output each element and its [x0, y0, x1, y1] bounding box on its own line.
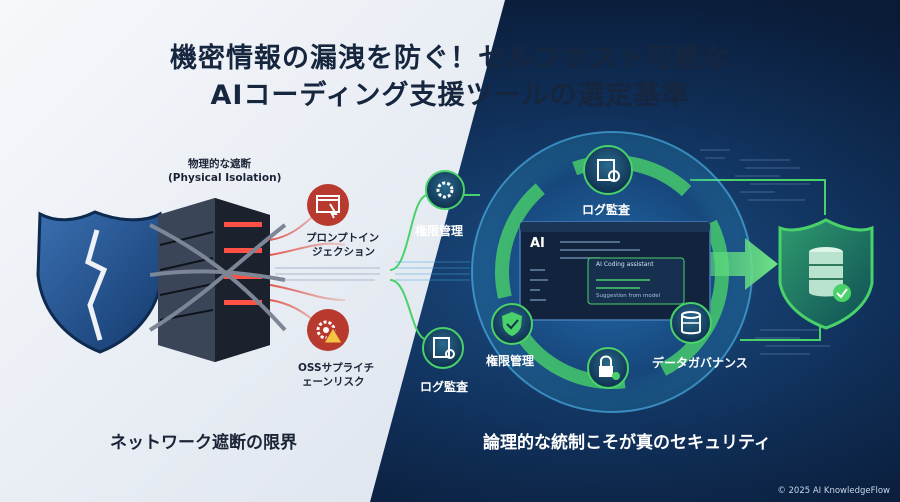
threat-prompt-injection-label-2: ジェクション	[312, 246, 375, 258]
code-window-title: AI	[530, 236, 545, 251]
isolation-label-en: (Physical Isolation)	[168, 172, 282, 184]
secure-database-shield-icon	[778, 218, 874, 330]
title-line-2: AIコーディング支援ツールの選定基準	[210, 80, 690, 111]
locked-server-icon	[148, 198, 287, 362]
node-data-governance-label: データガバナンス	[652, 356, 748, 370]
code-popup-suggestion: Suggestion from model	[596, 293, 661, 299]
code-popup-label: AI Coding assistant	[596, 261, 654, 268]
node-lock-gear-icon	[587, 347, 629, 389]
background-code-lines	[700, 149, 830, 355]
copyright: © 2025 AI KnowledgeFlow	[777, 486, 890, 496]
node-log-left-icon	[422, 327, 464, 369]
speed-lines	[395, 261, 470, 281]
node-log-audit-label-bottom: ログ監査	[420, 380, 469, 394]
left-caption: ネットワーク遮断の限界	[110, 433, 297, 453]
node-log-top-icon	[583, 145, 633, 195]
threat-oss-supply-chain-label: OSSサプライチ	[298, 362, 375, 374]
threat-prompt-injection-label: プロンプトイン	[306, 232, 380, 244]
network-lines	[275, 267, 380, 281]
prompt-injection-icon	[307, 184, 349, 226]
node-database-icon	[670, 302, 712, 344]
node-permission-label-top: 権限管理	[415, 224, 464, 238]
threat-oss-supply-chain-label-2: ェーンリスク	[302, 376, 365, 388]
title-line-1: 機密情報の漏洩を防ぐ！セルフホスト可能な	[170, 43, 730, 74]
ai-code-window	[519, 221, 711, 321]
gear-warning-icon	[307, 309, 349, 351]
node-gear-icon	[425, 170, 465, 210]
isolation-label: 物理的な遮断	[188, 158, 251, 170]
node-permission-label-mid: 権限管理	[486, 354, 535, 368]
node-log-audit-label-top: ログ監査	[582, 203, 631, 217]
node-check-shield-icon	[491, 303, 533, 345]
right-caption: 論理的な統制こそが真のセキュリティ	[483, 433, 771, 453]
broken-shield-icon	[36, 210, 164, 354]
